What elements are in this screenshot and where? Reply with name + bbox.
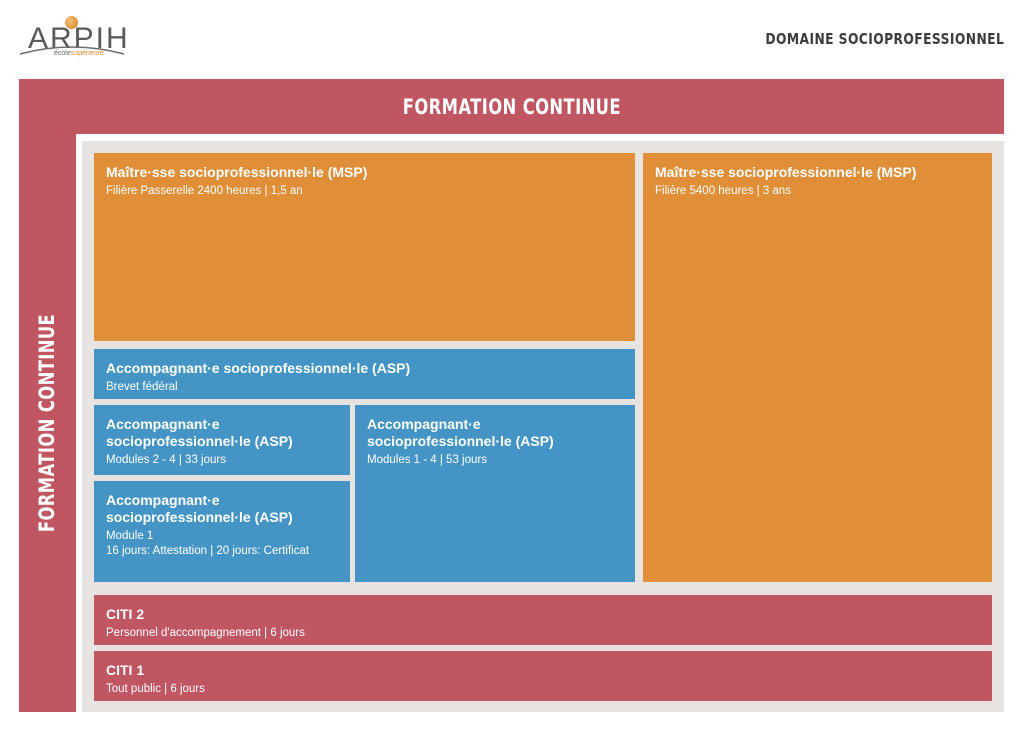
- box-citi-1: CITI 1 Tout public | 6 jours: [94, 651, 992, 701]
- box-detail: Modules 1 - 4 | 53 jours: [367, 454, 487, 466]
- box-title: CITI 2: [106, 606, 145, 622]
- box-title: Accompagnant·e socioprofessionnel·le (AS…: [106, 492, 293, 525]
- box-title: Accompagnant·e socioprofessionnel·le (AS…: [106, 360, 411, 376]
- logo-subtitle: écolesupérieure: [54, 50, 104, 57]
- box-msp-passerelle: Maître·sse socioprofessionnel·le (MSP) F…: [94, 153, 635, 341]
- box-title: Maître·sse socioprofessionnel·le (MSP): [106, 164, 368, 180]
- box-detail-line1: Module 1: [106, 530, 154, 542]
- arpih-logo: ARPIH écolesupérieure: [18, 8, 128, 58]
- box-title: CITI 1: [106, 662, 145, 678]
- frame-top-title: FORMATION CONTINUE: [402, 94, 621, 119]
- box-detail: Brevet fédéral: [106, 381, 178, 393]
- logo-sub-accent: supérieure: [70, 50, 104, 57]
- box-asp-brevet: Accompagnant·e socioprofessionnel·le (AS…: [94, 349, 635, 399]
- frame-top-band: FORMATION CONTINUE: [19, 79, 1004, 134]
- box-asp-module-1: Accompagnant·e socioprofessionnel·le (AS…: [94, 481, 350, 582]
- domain-title: DOMAINE SOCIOPROFESSIONNEL: [765, 30, 1004, 48]
- box-asp-modules-1-4: Accompagnant·e socioprofessionnel·le (AS…: [355, 405, 635, 582]
- box-detail: Filière Passerelle 2400 heures | 1,5 an: [106, 185, 303, 197]
- box-title: Maître·sse socioprofessionnel·le (MSP): [655, 164, 917, 180]
- box-detail: Tout public | 6 jours: [106, 683, 205, 695]
- box-detail: Personnel d'accompagnement | 6 jours: [106, 627, 305, 639]
- box-title: Accompagnant·e socioprofessionnel·le (AS…: [367, 416, 554, 449]
- frame-side-title: FORMATION CONTINUE: [35, 313, 59, 533]
- box-msp-5400: Maître·sse socioprofessionnel·le (MSP) F…: [643, 153, 992, 582]
- box-detail-line2: 16 jours: Attestation | 20 jours: Certif…: [106, 545, 310, 557]
- box-detail: Module 1 16 jours: Attestation | 20 jours…: [106, 529, 338, 559]
- logo-ball-icon: [65, 16, 78, 29]
- box-detail: Modules 2 - 4 | 33 jours: [106, 454, 226, 466]
- box-title: Accompagnant·e socioprofessionnel·le (AS…: [106, 416, 293, 449]
- box-citi-2: CITI 2 Personnel d'accompagnement | 6 jo…: [94, 595, 992, 645]
- frame-side-band: [19, 79, 76, 712]
- logo-arc-icon: [19, 46, 125, 55]
- box-asp-modules-2-4: Accompagnant·e socioprofessionnel·le (AS…: [94, 405, 350, 475]
- box-detail: Filière 5400 heures | 3 ans: [655, 185, 791, 197]
- logo-sub-prefix: école: [54, 50, 71, 57]
